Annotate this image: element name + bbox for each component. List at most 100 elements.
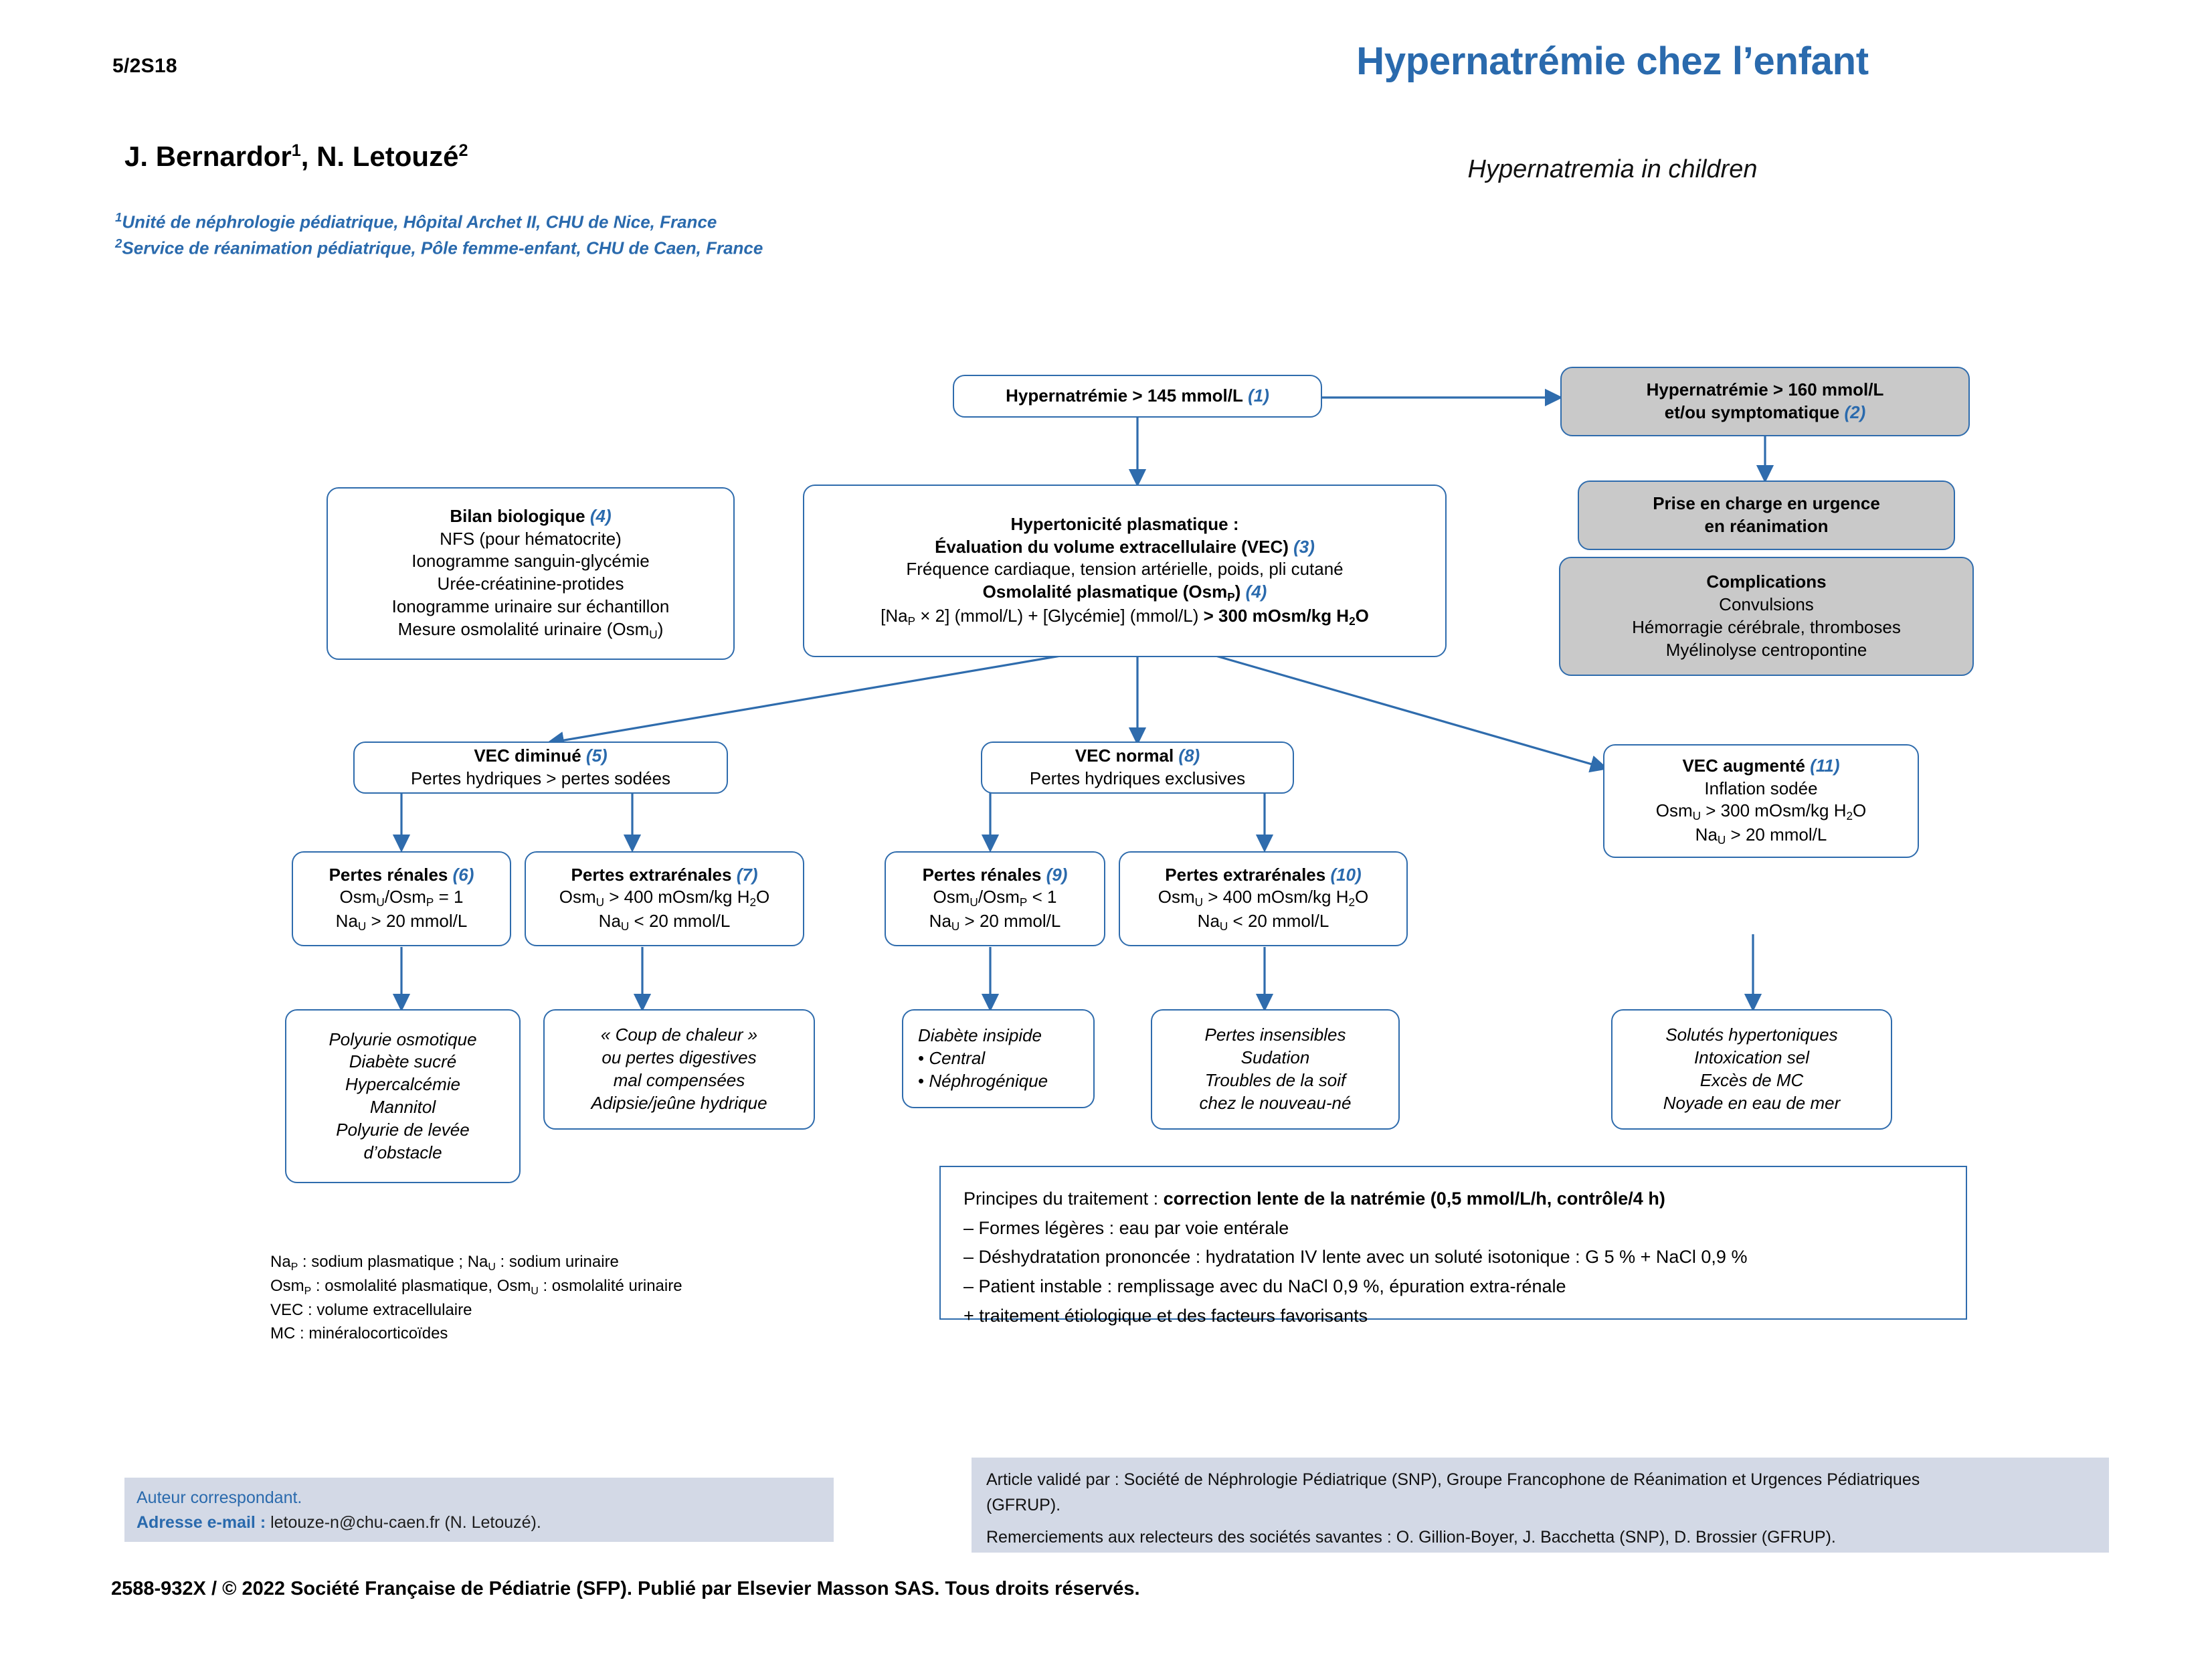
node-vec-normal[interactable]: VEC normal (8) Pertes hydriques exclusiv… [981, 741, 1294, 794]
legend-line4: MC : minéralocorticoïdes [270, 1324, 448, 1342]
vecaug-l2b: > 300 mOsm/kg H [1701, 800, 1847, 821]
c7-line1: « Coup de chaleur » [600, 1025, 758, 1045]
c11-line2: Intoxication sel [1694, 1047, 1809, 1068]
affiliations: 1Unité de néphrologie pédiatrique, Hôpit… [115, 209, 763, 260]
pr6-l1: OsmU/OsmP = 1 [340, 886, 464, 909]
corresponding-author-box: Auteur correspondant. Adresse e-mail : l… [124, 1478, 834, 1542]
legend-line3: VEC : volume extracellulaire [270, 1301, 472, 1320]
c10-line2: Sudation [1240, 1047, 1310, 1068]
pe7-l1s2: 2 [749, 895, 757, 909]
affiliation-2-text: Service de réanimation pédiatrique, Pôle… [122, 238, 763, 258]
pe7-l1a: Osm [559, 887, 596, 907]
bilan-line4: Ionogramme urinaire sur échantillon [391, 596, 670, 616]
node-complications[interactable]: Complications Convulsions Hémorragie cér… [1559, 557, 1974, 676]
legend-l1a: Na [270, 1253, 291, 1271]
legend-line1: NaP : sodium plasmatique ; NaU : sodium … [270, 1251, 682, 1275]
pr6-l2s: U [357, 920, 367, 934]
principles-line4: – Patient instable : remplissage avec du… [963, 1276, 1566, 1297]
node-hypernatremia-160[interactable]: Hypernatrémie > 160 mmol/L et/ou symptom… [1560, 367, 1970, 436]
pr9-l1s2: P [1019, 895, 1028, 909]
c11-line3: Excès de MC [1699, 1070, 1804, 1090]
formula-bold-sub: 2 [1349, 614, 1356, 628]
c6-line6: d’obstacle [363, 1142, 442, 1162]
pr9-ref: (9) [1046, 864, 1068, 885]
principles-line5: + traitement étiologique et des facteurs… [963, 1305, 1368, 1326]
complications-title: Complications [1706, 572, 1827, 592]
node-pertes-extrarenales-7[interactable]: Pertes extrarénales (7) OsmU > 400 mOsm/… [525, 851, 804, 946]
node-bilan-biologique[interactable]: Bilan biologique (4) NFS (pour hématocri… [327, 487, 735, 660]
vecnorm-line1: Pertes hydriques exclusives [1029, 768, 1246, 788]
hyper-title1: Hypertonicité plasmatique : [1010, 513, 1239, 534]
node2-line1: Hypernatrémie > 160 mmol/L [1646, 379, 1884, 400]
authors-line: J. Bernardor1, N. Letouzé2 [124, 141, 468, 173]
vecdim-line1: Pertes hydriques > pertes sodées [410, 768, 671, 788]
page-subtitle-english: Hypernatremia in children [1467, 155, 1758, 183]
pe10-l2s: U [1219, 920, 1228, 934]
node-causes-renales-6[interactable]: Polyurie osmotique Diabète sucré Hyperca… [285, 1009, 521, 1183]
pr6-l1c: = 1 [434, 887, 464, 907]
hyper-ref2: (3) [1293, 536, 1315, 557]
pe7-l2: NaU < 20 mmol/L [599, 910, 731, 934]
legend-l2s1: P [304, 1285, 312, 1297]
node-causes-renales-9[interactable]: Diabète insipide Central Néphrogénique [902, 1009, 1095, 1108]
c6-line3: Hypercalcémie [345, 1074, 460, 1095]
pr9-l1s1: U [970, 895, 978, 909]
node2-line2: et/ou symptomatique [1664, 402, 1840, 422]
complications-line1: Convulsions [1719, 594, 1814, 615]
c6-line5: Polyurie de levée [336, 1119, 470, 1140]
bilan-title: Bilan biologique [450, 505, 585, 526]
formula-bold-a: > 300 mOsm/kg H [1203, 605, 1350, 626]
c9-line2: Central [918, 1047, 985, 1070]
page-title: Hypernatrémie chez l’enfant [1356, 39, 1869, 83]
pe10-l2: NaU < 20 mmol/L [1198, 910, 1329, 934]
pr6-ref: (6) [452, 864, 474, 885]
node-causes-extrarenales-10[interactable]: Pertes insensibles Sudation Troubles de … [1151, 1009, 1400, 1130]
c7-line3: mal compensées [613, 1070, 745, 1090]
node-pertes-extrarenales-10[interactable]: Pertes extrarénales (10) OsmU > 400 mOsm… [1119, 851, 1408, 946]
legend-l2a: Osm [270, 1277, 304, 1296]
pe10-l1s1: U [1194, 895, 1204, 909]
c11-line1: Solutés hypertoniques [1665, 1025, 1838, 1045]
c7-line2: ou pertes digestives [602, 1047, 757, 1068]
c11-line4: Noyade en eau de mer [1663, 1092, 1841, 1113]
corr-label-line: Auteur correspondant. [136, 1488, 302, 1507]
vecdim-title: VEC diminué [474, 746, 581, 766]
author-2-affil-marker: 2 [458, 141, 468, 160]
bilan-line5-a: Mesure osmolalité urinaire (Osm [397, 618, 650, 639]
pr9-title: Pertes rénales [922, 864, 1042, 885]
affiliation-1: 1Unité de néphrologie pédiatrique, Hôpit… [115, 209, 763, 235]
pe10-l1c: O [1355, 887, 1369, 907]
c9-line3: Néphrogénique [918, 1070, 1048, 1093]
principles-l1b: correction lente de la natrémie (0,5 mmo… [1163, 1189, 1665, 1209]
valid-line3: Remerciements aux relecteurs des société… [986, 1528, 1836, 1547]
vecaug-l2a: Osm [1655, 800, 1693, 821]
node-vec-augmente[interactable]: VEC augmenté (11) Inflation sodée OsmU >… [1603, 744, 1919, 858]
affiliation-1-text: Unité de néphrologie pédiatrique, Hôpita… [122, 211, 717, 232]
treatment-principles-box[interactable]: Principes du traitement : correction len… [939, 1166, 1967, 1326]
pe7-l1s1: U [595, 895, 605, 909]
hyper-title3-b: ) [1234, 582, 1241, 602]
node-pertes-renales-6[interactable]: Pertes rénales (6) OsmU/OsmP = 1 NaU > 2… [292, 851, 511, 946]
vecaug-l2s2: 2 [1846, 809, 1853, 823]
principles-line3: – Déshydratation prononcée : hydratation… [963, 1247, 1748, 1268]
node-hypertonicite-plasmatique[interactable]: Hypertonicité plasmatique : Évaluation d… [803, 485, 1447, 657]
node1-ref: (1) [1248, 385, 1269, 406]
node-causes-vec-augmente-11[interactable]: Solutés hypertoniques Intoxication sel E… [1611, 1009, 1892, 1130]
affiliation-2: 2Service de réanimation pédiatrique, Pôl… [115, 235, 763, 261]
vecnorm-ref: (8) [1178, 746, 1200, 766]
c10-line4: chez le nouveau-né [1199, 1092, 1352, 1113]
corr-email-value[interactable]: letouze-n@chu-caen.fr (N. Letouzé). [270, 1513, 541, 1532]
formula-bold-b: O [1355, 605, 1369, 626]
pr9-l2s: U [951, 920, 960, 934]
vecaug-line1: Inflation sodée [1704, 778, 1818, 798]
abbreviations-legend: NaP : sodium plasmatique ; NaU : sodium … [270, 1251, 682, 1345]
node-pertes-renales-9[interactable]: Pertes rénales (9) OsmU/OsmP < 1 NaU > 2… [885, 851, 1105, 946]
node-vec-diminue[interactable]: VEC diminué (5) Pertes hydriques > perte… [353, 741, 728, 794]
node-hypernatremia-145[interactable]: Hypernatrémie > 145 mmol/L (1) [953, 375, 1322, 418]
c10-line1: Pertes insensibles [1204, 1025, 1346, 1045]
author-1-affil-marker: 1 [291, 141, 301, 160]
node-prise-en-charge-urgence[interactable]: Prise en charge en urgence en réanimatio… [1578, 481, 1955, 550]
node-causes-extrarenales-7[interactable]: « Coup de chaleur » ou pertes digestives… [543, 1009, 815, 1130]
affiliation-2-marker: 2 [115, 236, 122, 250]
legend-l2b: : osmolalité plasmatique, Osm [311, 1277, 531, 1296]
